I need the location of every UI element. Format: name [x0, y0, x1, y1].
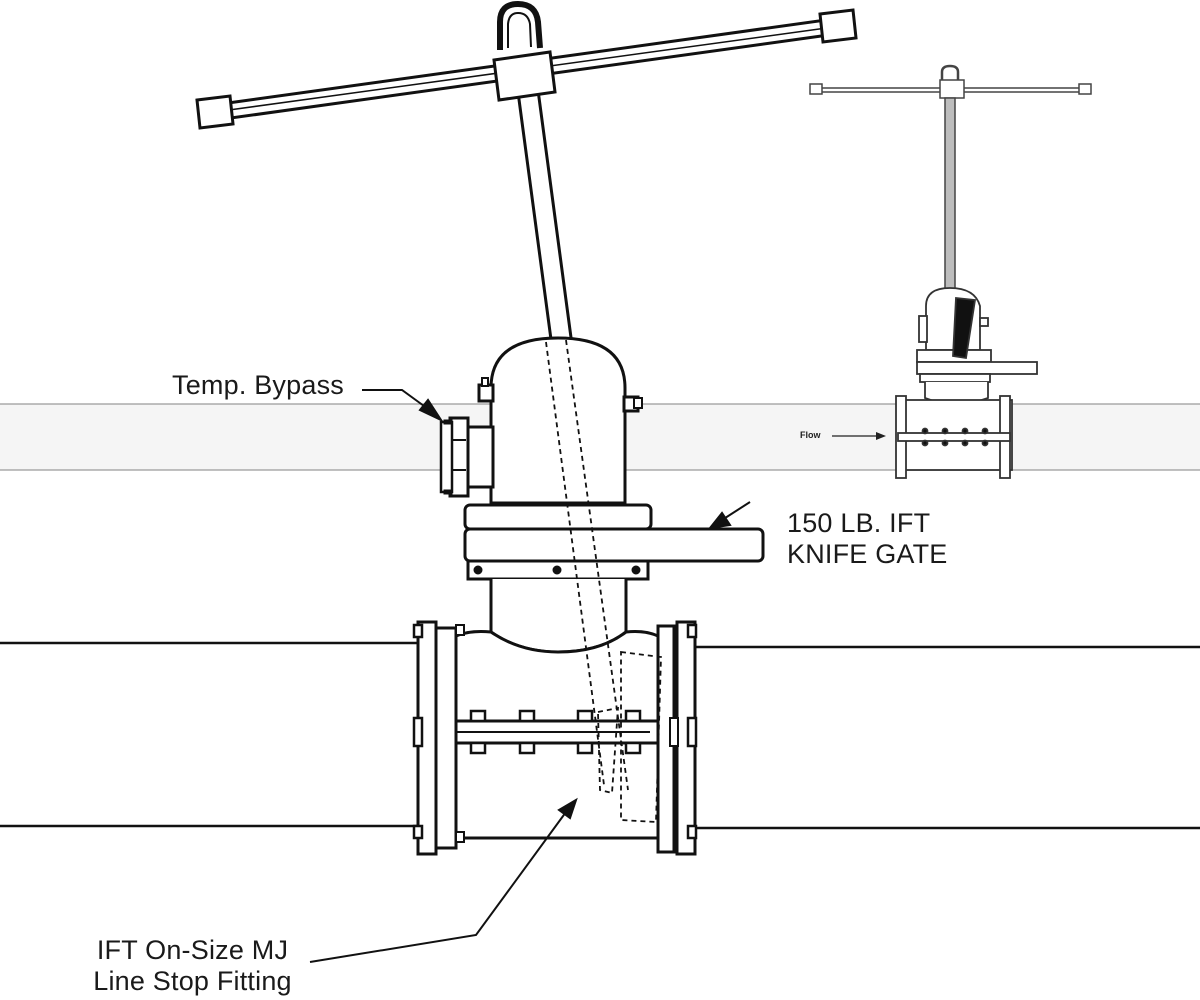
fitting-label-line1: IFT On-Size MJ [96, 935, 289, 965]
line-stop-fitting [412, 620, 698, 856]
bypass-outlet [439, 416, 495, 498]
fitting-label-line2: Line Stop Fitting [93, 966, 292, 996]
knife-gate-label-line1: 150 LB. IFT [787, 508, 931, 538]
knife-gate-label: 150 LB. IFT KNIFE GATE [787, 508, 948, 570]
handle-end-left [195, 94, 235, 130]
hidden-gate-dashed [545, 339, 662, 823]
t-handle [195, 0, 858, 349]
main-pipe [0, 641, 1200, 830]
flow-label: Flow [800, 430, 821, 440]
temp-bypass-label: Temp. Bypass [172, 370, 344, 400]
inset-view [809, 64, 1092, 479]
knife-gate-label-line2: KNIFE GATE [787, 539, 948, 569]
valve-body [477, 336, 643, 505]
handle-hub [492, 50, 557, 102]
fitting-neck [489, 579, 628, 654]
handle-end-right [818, 8, 858, 44]
leader-lines [309, 389, 751, 963]
line-stop-fitting-label: IFT On-Size MJ Line Stop Fitting [90, 935, 295, 997]
